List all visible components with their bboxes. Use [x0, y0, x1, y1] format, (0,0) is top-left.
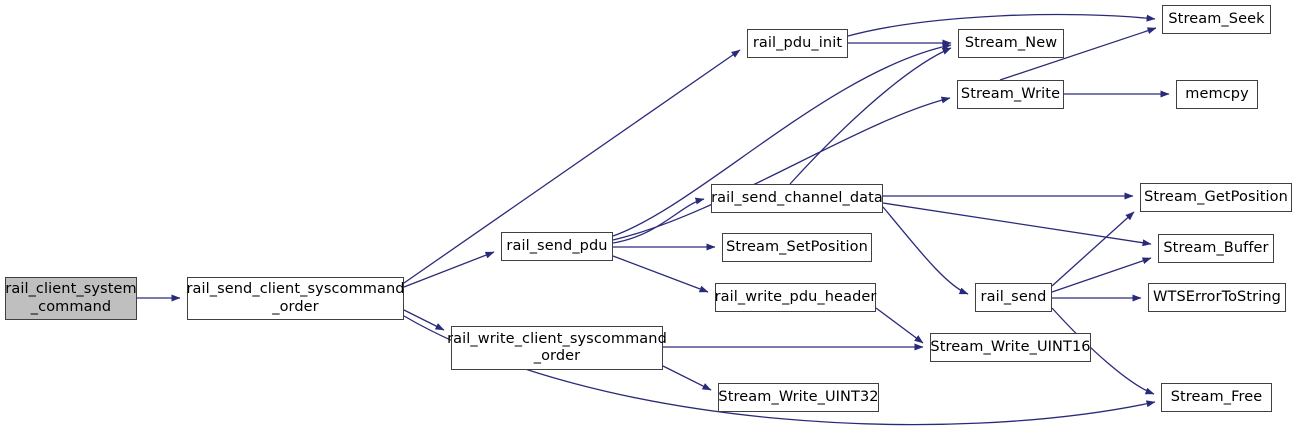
graph-edge — [875, 307, 924, 344]
graph-node-rail_write_client_syscommand_order[interactable]: rail_write_client_syscommand _order — [447, 326, 667, 370]
graph-node-Stream_Free[interactable]: Stream_Free — [1161, 383, 1272, 412]
graph-node-Stream_SetPosition[interactable]: Stream_SetPosition — [722, 233, 872, 262]
graph-node-Stream_Buffer[interactable]: Stream_Buffer — [1158, 234, 1274, 263]
graph-edge — [403, 309, 445, 331]
graph-node-Stream_Write_UINT16[interactable]: Stream_Write_UINT16 — [930, 333, 1091, 362]
graph-node-rail_send[interactable]: rail_send — [975, 283, 1052, 312]
graph-node-Stream_Write[interactable]: Stream_Write — [957, 80, 1064, 109]
graph-edge — [612, 255, 709, 293]
graph-edge — [403, 251, 495, 288]
graph-node-rail_send_channel_data[interactable]: rail_send_channel_data — [711, 184, 883, 213]
graph-node-Stream_GetPosition[interactable]: Stream_GetPosition — [1140, 183, 1292, 212]
graph-node-rail_client_system_command[interactable]: rail_client_system _command — [5, 277, 137, 320]
graph-node-Stream_Seek[interactable]: Stream_Seek — [1162, 5, 1271, 34]
graph-node-rail_send_pdu[interactable]: rail_send_pdu — [501, 232, 613, 261]
graph-edge — [612, 96, 951, 241]
graph-edge — [662, 365, 712, 391]
graph-edge — [1051, 211, 1135, 287]
graph-edge — [612, 197, 705, 244]
graph-edge — [882, 202, 1152, 247]
graph-node-rail_pdu_init[interactable]: rail_pdu_init — [747, 29, 848, 58]
graph-edge — [1051, 257, 1152, 293]
graph-edge — [882, 206, 969, 295]
graph-node-rail_write_pdu_header[interactable]: rail_write_pdu_header — [715, 283, 876, 312]
graph-node-rail_send_client_syscommand_order[interactable]: rail_send_client_syscommand _order — [186, 277, 404, 320]
graph-node-Stream_Write_UINT32[interactable]: Stream_Write_UINT32 — [718, 383, 879, 412]
graph-node-Stream_New[interactable]: Stream_New — [958, 29, 1064, 58]
graph-edge — [789, 47, 952, 185]
graph-node-WTSErrorToString[interactable]: WTSErrorToString — [1148, 283, 1286, 312]
graph-node-memcpy[interactable]: memcpy — [1176, 80, 1258, 109]
